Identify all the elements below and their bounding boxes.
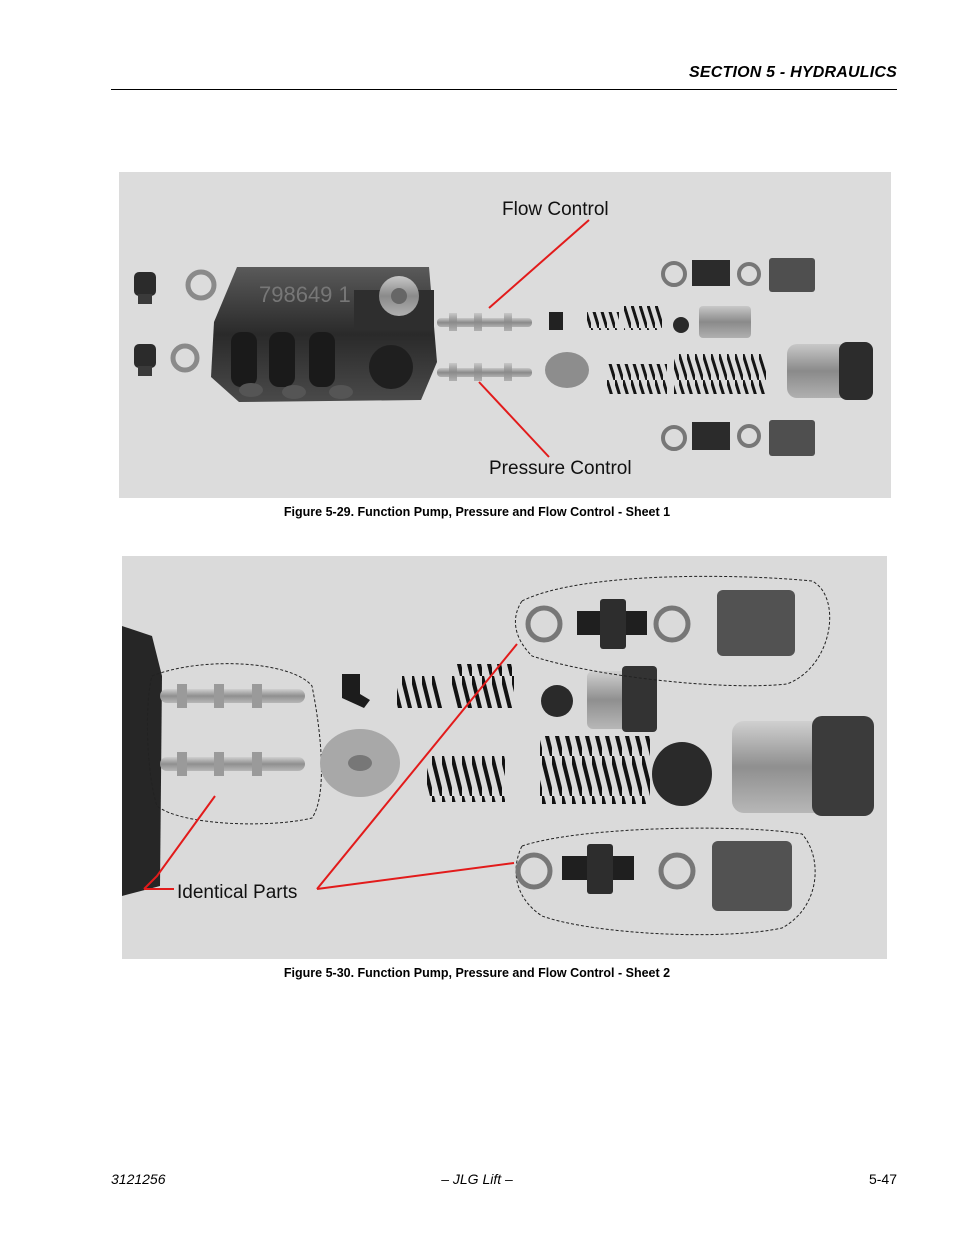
callout-line-pressure (478, 381, 550, 458)
fitting-icon (661, 258, 815, 456)
figure-5-30-photo: Identical Parts (122, 556, 887, 959)
section-title: SECTION 5 - HYDRAULICS (689, 64, 897, 81)
header-divider (111, 89, 897, 90)
footer-publisher: – JLG Lift – (441, 1171, 513, 1187)
figure-5-30-caption: Figure 5-30. Function Pump, Pressure and… (283, 966, 671, 980)
stamp-number: 798649 1 (259, 282, 351, 307)
valve-body-icon: 798649 1 (211, 267, 437, 402)
footer-doc-number: 3121256 (111, 1171, 166, 1187)
callout-pressure-control: Pressure Control (489, 458, 632, 479)
spool-icon (437, 313, 532, 381)
seal-ring-icon (170, 269, 217, 373)
footer-page-number: 5-47 (868, 1171, 897, 1187)
callout-line-flow (488, 219, 590, 309)
plug-screw-icon (134, 272, 156, 376)
callout-flow-control: Flow Control (502, 199, 609, 220)
callout-identical-parts: Identical Parts (177, 882, 297, 903)
figure-5-29-caption: Figure 5-29. Function Pump, Pressure and… (283, 505, 671, 519)
figure-5-29-photo: 798649 1 (119, 172, 891, 498)
spool-icon (160, 684, 305, 776)
